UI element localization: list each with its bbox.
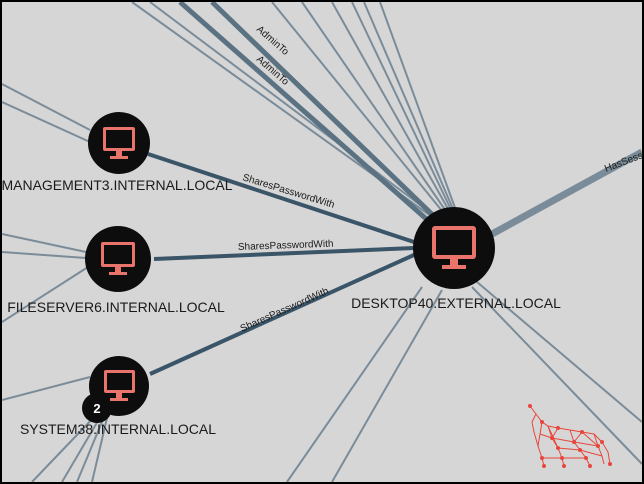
edge[interactable] bbox=[471, 286, 642, 465]
edge[interactable] bbox=[2, 266, 89, 323]
graph-node-desktop40[interactable]: DESKTOP40.EXTERNAL.LOCAL bbox=[351, 207, 561, 311]
edge[interactable] bbox=[286, 286, 423, 482]
edge[interactable] bbox=[2, 101, 91, 143]
edge-label-adminto-1: AdminTo bbox=[254, 24, 291, 58]
graph-node-system38[interactable]: 2 SYSTEM38.INTERNAL.LOCAL bbox=[20, 356, 216, 437]
edge[interactable] bbox=[76, 416, 105, 482]
edge[interactable] bbox=[331, 2, 453, 217]
edge-adminto-2[interactable] bbox=[210, 2, 440, 222]
admin-edges bbox=[178, 2, 440, 226]
edge-sharespassword-2[interactable] bbox=[153, 246, 415, 261]
edge[interactable] bbox=[476, 281, 642, 423]
edge[interactable] bbox=[379, 2, 459, 217]
edge-hassession[interactable] bbox=[490, 148, 642, 238]
computer-icon bbox=[104, 370, 135, 401]
edge[interactable] bbox=[2, 376, 91, 401]
edge-label-sharespassword-3: SharesPasswordWith bbox=[239, 286, 331, 335]
node-label: DESKTOP40.EXTERNAL.LOCAL bbox=[351, 295, 561, 311]
edge[interactable] bbox=[2, 233, 87, 253]
shares-password-edges bbox=[147, 152, 417, 376]
edge[interactable] bbox=[2, 251, 87, 259]
node-label: MANAGEMENT3.INTERNAL.LOCAL bbox=[2, 177, 233, 193]
edge[interactable] bbox=[31, 413, 98, 482]
edge-sharespassword-1[interactable] bbox=[147, 152, 415, 244]
collapsed-count-badge[interactable]: 2 bbox=[82, 393, 112, 423]
edge-adminto-1[interactable] bbox=[178, 2, 434, 226]
edge[interactable] bbox=[91, 417, 108, 482]
edge[interactable] bbox=[301, 2, 451, 218]
edge[interactable] bbox=[2, 83, 91, 131]
edge[interactable] bbox=[351, 2, 455, 217]
computer-icon bbox=[101, 242, 135, 275]
graph-node-management3[interactable]: MANAGEMENT3.INTERNAL.LOCAL bbox=[2, 112, 233, 193]
computer-icon bbox=[432, 226, 476, 269]
badge-count: 2 bbox=[93, 401, 100, 416]
edge[interactable] bbox=[149, 2, 444, 223]
hound-logo-icon bbox=[528, 404, 612, 468]
computer-icon bbox=[103, 127, 135, 159]
node-label: FILESERVER6.INTERNAL.LOCAL bbox=[7, 299, 225, 315]
edge[interactable] bbox=[271, 2, 448, 218]
edge-sharespassword-3[interactable] bbox=[149, 252, 417, 376]
edge-label-sharespassword-2: SharesPasswordWith bbox=[238, 239, 334, 253]
edge[interactable] bbox=[363, 2, 457, 217]
edge[interactable] bbox=[331, 289, 443, 482]
edge-label-hassession: HasSess bbox=[603, 150, 642, 175]
edge[interactable] bbox=[61, 413, 103, 482]
graph-node-fileserver6[interactable]: FILESERVER6.INTERNAL.LOCAL bbox=[7, 226, 225, 315]
node-label: SYSTEM38.INTERNAL.LOCAL bbox=[20, 421, 216, 437]
